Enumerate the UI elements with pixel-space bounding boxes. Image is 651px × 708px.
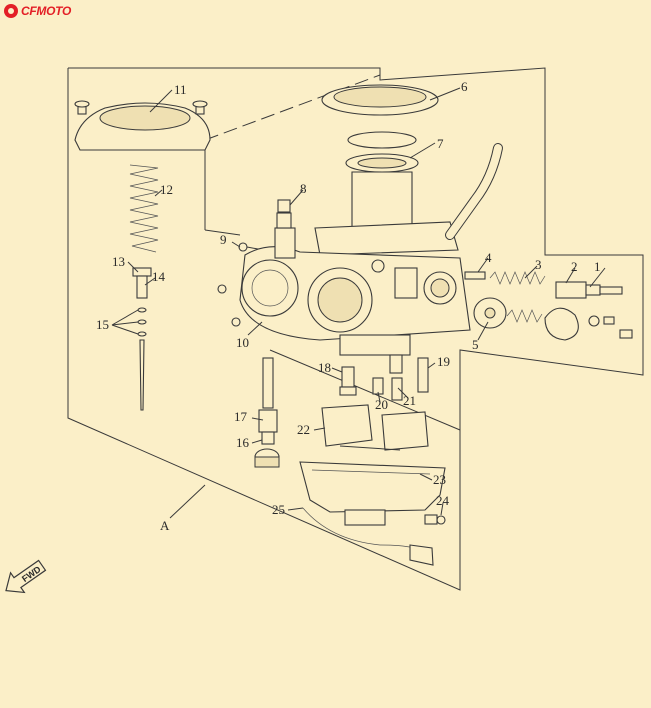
callout-14: 14 bbox=[152, 269, 166, 284]
part-11-cover bbox=[74, 100, 211, 151]
callout-22: 22 bbox=[297, 422, 310, 437]
cfmoto-logo-text: CFMOTO bbox=[21, 4, 71, 18]
callout-12: 12 bbox=[160, 182, 173, 197]
callout-23: 23 bbox=[433, 472, 446, 487]
callout-17: 17 bbox=[234, 409, 248, 424]
part-6-diaphragm bbox=[321, 84, 439, 116]
part-4-pin bbox=[464, 271, 486, 280]
callout-18: 18 bbox=[318, 360, 331, 375]
callout-7: 7 bbox=[437, 136, 444, 151]
callout-19: 19 bbox=[437, 354, 450, 369]
callout-10: 10 bbox=[236, 335, 249, 350]
part-16-17-jet bbox=[254, 357, 280, 468]
cfmoto-logo: CFMOTO bbox=[4, 4, 71, 18]
callout-16: 16 bbox=[236, 435, 250, 450]
callout-13: 13 bbox=[112, 254, 125, 269]
part-5-accelerator-pump bbox=[473, 297, 633, 341]
leader-lines bbox=[127, 87, 606, 519]
callout-1: 1 bbox=[594, 259, 601, 274]
screw-left-upper bbox=[217, 284, 227, 294]
part-18-screw bbox=[339, 366, 357, 396]
part-23-float-bowl bbox=[299, 461, 446, 526]
callout-25: 25 bbox=[272, 502, 285, 517]
callout-11: 11 bbox=[174, 82, 187, 97]
callout-21: 21 bbox=[403, 393, 416, 408]
part-24-screw bbox=[424, 514, 446, 525]
cfmoto-logo-mark bbox=[4, 4, 18, 18]
callout-24: 24 bbox=[436, 493, 450, 508]
callout-9: 9 bbox=[220, 232, 227, 247]
callout-20: 20 bbox=[375, 397, 388, 412]
dashed-divider bbox=[204, 74, 381, 141]
callout-6: 6 bbox=[461, 79, 468, 94]
callout-8: 8 bbox=[300, 181, 307, 196]
fwd-arrow-icon: FWD bbox=[5, 559, 47, 594]
callout-5: 5 bbox=[472, 337, 479, 352]
part-9-screw bbox=[238, 242, 259, 252]
callout-15: 15 bbox=[96, 317, 109, 332]
part-13-15-needle bbox=[111, 267, 152, 411]
group-boundary bbox=[67, 67, 644, 591]
screw-left-lower bbox=[231, 317, 241, 327]
group-label-a: A bbox=[160, 518, 170, 533]
callout-2: 2 bbox=[571, 259, 578, 274]
part-20-21-jets bbox=[372, 354, 403, 401]
part-3-spring bbox=[489, 271, 546, 285]
part-22-float bbox=[321, 404, 429, 451]
part-2-1-screw bbox=[555, 281, 623, 299]
carburetor-body bbox=[239, 171, 471, 356]
part-19-jet bbox=[417, 357, 429, 393]
part-8-screw bbox=[277, 199, 291, 213]
part-12-spring bbox=[129, 164, 159, 253]
part-7-ring bbox=[345, 131, 419, 173]
callout-4: 4 bbox=[485, 250, 492, 265]
callout-3: 3 bbox=[535, 257, 542, 272]
